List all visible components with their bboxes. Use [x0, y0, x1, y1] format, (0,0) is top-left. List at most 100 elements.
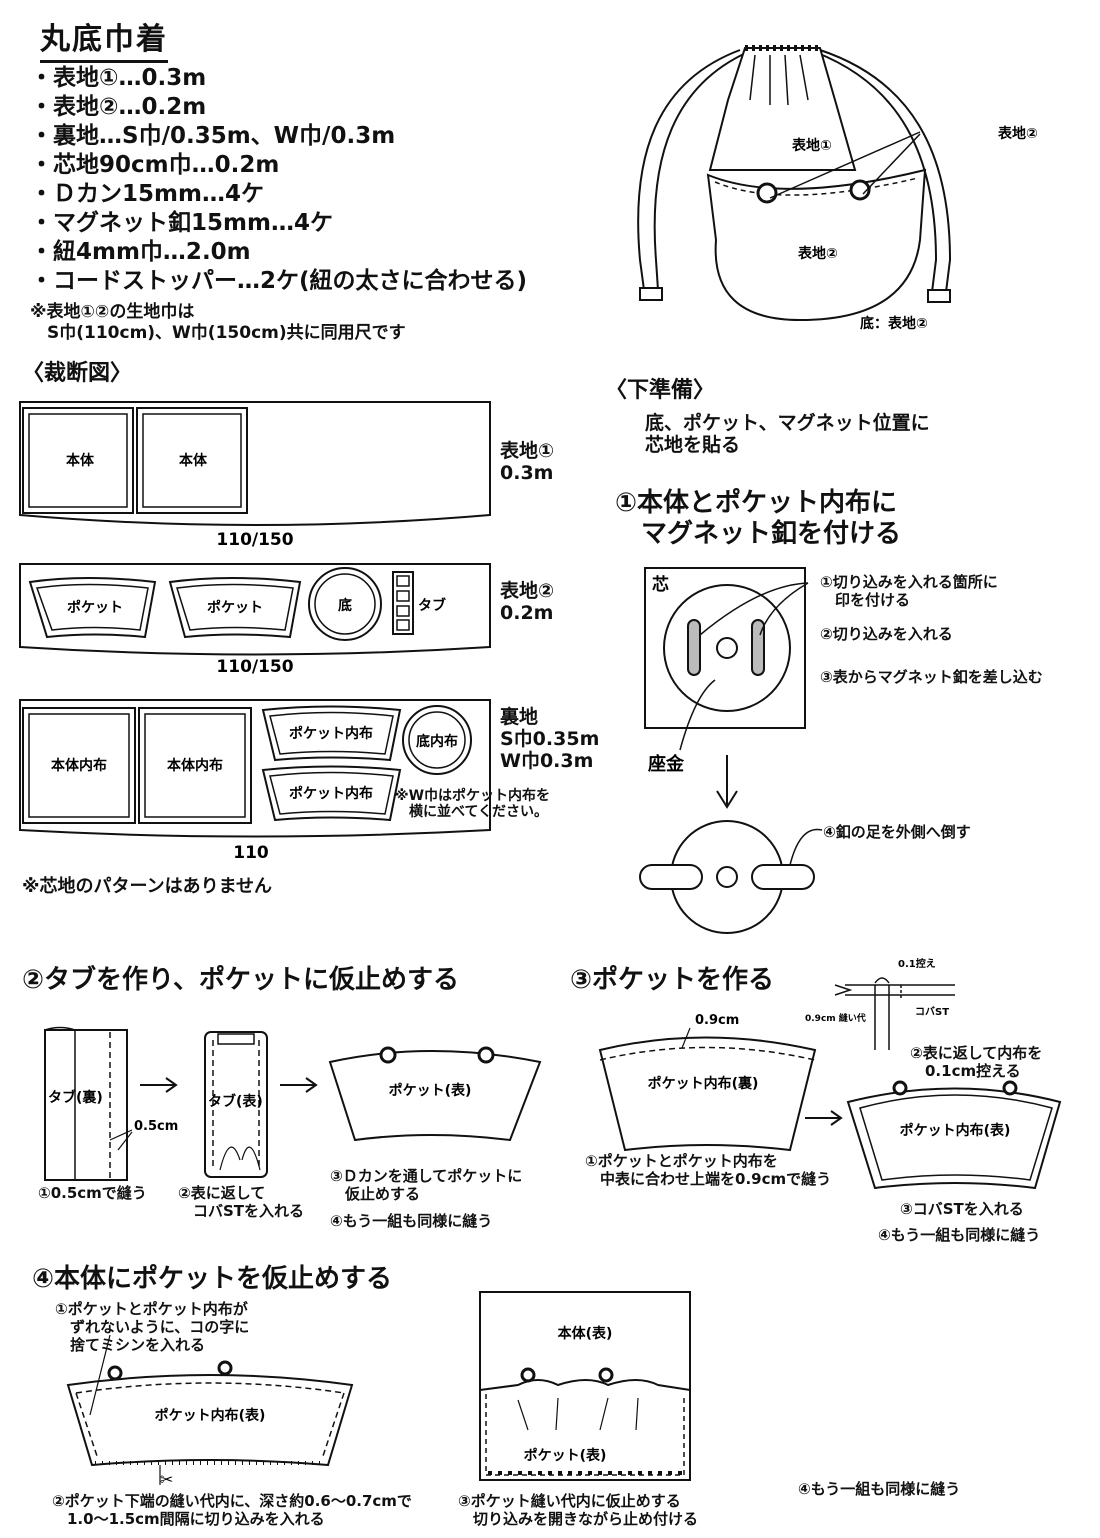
step1-note-4: ④釦の足を外側へ倒す [823, 823, 971, 841]
no-pattern-note: ※芯地のパターンはありません [22, 876, 273, 897]
step1-magnet-diagram: 芯 座金 [639, 567, 823, 934]
lining-front-label: ポケット内布(表) [900, 1122, 1011, 1139]
step2-diagram: タブ(裏) 0.5cm タブ(表) ポケット(表) [44, 1026, 542, 1181]
cord-stopper-icon [639, 287, 663, 301]
width-label: 110 [233, 843, 269, 863]
piece-label: 底 [338, 597, 352, 614]
step3-seam-label: 0.9cm [695, 1013, 739, 1028]
step2-caption-2: ②表に返して コバSTを入れる [178, 1184, 305, 1220]
step4-lining-front-label: ポケット内布(表) [155, 1407, 266, 1424]
d-ring-icon [756, 182, 778, 204]
step4-caption-2: ②ポケット下端の縫い代内に、深さ約0.6～0.7cmで 1.0～1.5cm間隔に… [52, 1492, 412, 1528]
piece-label: ポケット内布 [289, 785, 373, 802]
step4-caption-4: ④もう一組も同様に縫う [798, 1480, 961, 1498]
right-arrow-icon [805, 1110, 843, 1126]
cord-stopper-icon [927, 289, 951, 303]
piece-label: 本体 [66, 452, 95, 469]
d-ring-icon [107, 1365, 123, 1381]
step4-caption-3: ③ポケット縫い代内に仮止めする 切り込みを開きながら止め付ける [458, 1492, 699, 1528]
d-ring-icon [477, 1046, 495, 1064]
page-title: 丸底巾着 [40, 14, 168, 63]
detail-topstitch-label: 0.1控え [898, 957, 936, 970]
piece-label: 本体内布 [51, 757, 107, 774]
cutting-heading: 〈裁断図〉 [22, 361, 133, 386]
interfacing-label: 芯 [652, 574, 669, 595]
piece-label: ポケット [207, 599, 263, 616]
layout1-label: 表地① 0.3m [500, 440, 555, 484]
step2-caption-4: ④もう一組も同様に縫う [330, 1212, 493, 1230]
step4-caption-1: ①ポケットとポケット内布が ずれないように、コの字に 捨てミシンを入れる [55, 1300, 250, 1354]
fabric-width-note: ※表地①②の生地巾は S巾(110cm)、W巾(150cm)共に同用尺です [30, 302, 406, 343]
step3-caption-4: ④もう一組も同様に縫う [878, 1226, 1041, 1244]
piece-label: ポケット内布 [289, 725, 373, 742]
step3-diagram: ポケット内布(裏) 0.9cm ポケット内布(表) [598, 1013, 1062, 1190]
material-item: 紐4mm巾…2.0m [30, 238, 527, 267]
step2-caption-1: ①0.5cmで縫う [38, 1184, 147, 1202]
tab-back-label: タブ(裏) [48, 1089, 103, 1106]
body-front-label: 本体(表) [558, 1325, 613, 1342]
d-ring-icon [520, 1367, 536, 1383]
piece-label: タブ [418, 597, 446, 614]
material-item: コードストッパー…2ケ(紐の太さに合わせる) [30, 267, 527, 296]
width-label: 110/150 [216, 657, 293, 677]
layout3-label: 裏地 S巾0.35m W巾0.3m [500, 706, 600, 772]
pocket-front-label: ポケット(表) [389, 1082, 472, 1099]
label-bottom-panel: 表地② [797, 245, 838, 262]
d-ring-icon [1002, 1080, 1018, 1096]
detail-seam-label: 0.9cm 縫い代 [805, 1012, 866, 1024]
material-item: マグネット釦15mm…4ケ [30, 209, 527, 238]
seam-label: 0.5cm [134, 1119, 178, 1134]
step1-note-3: ③表からマグネット釦を差し込む [820, 668, 1043, 686]
scissors-icon: ✂ [160, 1470, 173, 1489]
materials-list: 表地①…0.3m 表地②…0.2m 裏地…S巾/0.35m、W巾/0.3m 芯地… [30, 64, 527, 296]
step3-heading: ③ポケットを作る [570, 965, 775, 995]
pocket-front-label: ポケット(表) [524, 1447, 607, 1464]
step1-heading: ①本体とポケット内布に マグネット釦を付ける [615, 488, 902, 549]
step4-heading: ④本体にポケットを仮止めする [32, 1264, 393, 1294]
piece-label: ポケット [67, 599, 123, 616]
d-ring-icon [598, 1367, 614, 1383]
d-ring-icon [892, 1080, 908, 1096]
step1-note-1: ①切り込みを入れる箇所に 印を付ける [820, 573, 998, 609]
step2-heading: ②タブを作り、ポケットに仮止めする [22, 965, 459, 995]
cutting-layout-3: 本体内布 本体内布 ポケット内布 底内布 ポケット内布 110 [19, 699, 491, 863]
bag-illustration: 表地① 表地② 表地② 底：表地② [637, 45, 1038, 332]
material-item: 裏地…S巾/0.35m、W巾/0.3m [30, 122, 527, 151]
layout2-label: 表地② 0.2m [500, 580, 555, 624]
label-base: 底：表地② [860, 315, 928, 332]
step3-caption-1: ①ポケットとポケット内布を 中表に合わせ上端を0.9cmで縫う [585, 1152, 832, 1188]
cutting-layout-1: 本体 本体 110/150 [19, 401, 491, 550]
piece-label: 本体内布 [167, 757, 223, 774]
prep-heading: 〈下準備〉 [605, 378, 716, 403]
layout3-note: ※W巾はポケット内布を 横に並べてください。 [395, 788, 551, 820]
right-arrow-icon [140, 1077, 178, 1093]
material-item: 表地②…0.2m [30, 93, 527, 122]
piece-label: 底内布 [416, 733, 458, 750]
right-arrow-icon [280, 1077, 318, 1093]
washer-label: 座金 [648, 753, 685, 775]
width-label: 110/150 [216, 530, 293, 550]
d-ring-icon [379, 1046, 397, 1064]
label-top: 表地① [791, 137, 832, 154]
step2-caption-3: ③Ｄカンを通してポケットに 仮止めする [330, 1167, 523, 1203]
lining-back-label: ポケット内布(裏) [648, 1075, 759, 1092]
d-ring-icon [849, 179, 871, 201]
label-side: 表地② [997, 125, 1038, 142]
detail-koba-label: コバST [915, 1006, 949, 1018]
material-item: Ｄカン15mm…4ケ [30, 180, 527, 209]
material-item: 表地①…0.3m [30, 64, 527, 93]
piece-label: 本体 [179, 452, 208, 469]
material-item: 芯地90cm巾…0.2m [30, 151, 527, 180]
d-ring-icon [217, 1360, 233, 1376]
tab-front-label: タブ(表) [208, 1093, 263, 1110]
step4-body-diagram: 本体(表) ポケット(表) [479, 1291, 691, 1481]
step3-caption-3: ③コバSTを入れる [900, 1200, 1024, 1218]
cutting-layout-2: ポケット ポケット 底 タブ 110/150 [19, 563, 491, 677]
prep-text: 底、ポケット、マグネット位置に 芯地を貼る [645, 412, 930, 456]
step3-caption-2: ②表に返して内布を 0.1cm控える [910, 1044, 1043, 1080]
step4-pocket-diagram: ✂ ポケット内布(表) [66, 1334, 354, 1489]
down-arrow-icon [716, 755, 738, 809]
step1-note-2: ②切り込みを入れる [820, 625, 953, 643]
slit-icon [687, 619, 701, 676]
step3-detail-diagram: 0.1控え コバST 0.9cm 縫い代 [805, 957, 955, 1050]
